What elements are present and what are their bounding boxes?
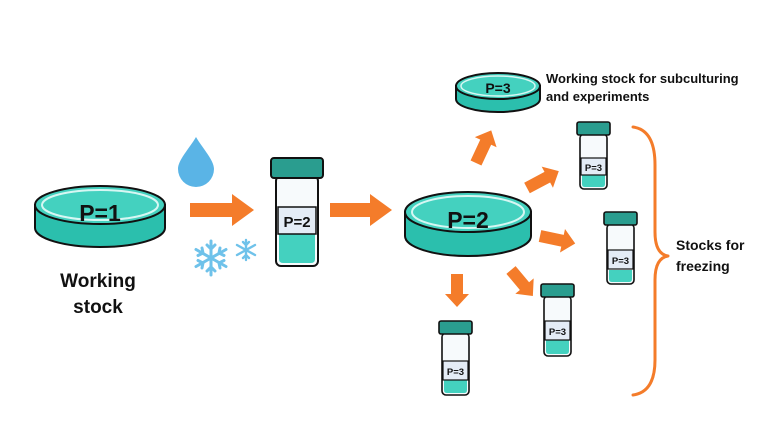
freezing-vial-label: P=3 [549,327,566,338]
freezing-brace [631,125,670,397]
subculture-dish: P=3 [455,72,541,113]
arrow-to-expansion-dish [330,194,392,226]
water-drop-icon [178,137,214,187]
arrow-thaw [190,194,254,226]
working-stock-caption-line2: stock [73,297,123,318]
arrow-to-freezing-vial [445,274,469,307]
snowflake-icon [235,238,257,262]
expansion-dish: P=2 [404,191,532,257]
freezing-caption-line1: Stocks for [676,237,745,253]
freezing-vial: P=3 [438,320,473,396]
freezing-vial: P=3 [540,283,575,357]
freezing-caption-line2: freezing [676,258,730,274]
thawed-vial-label: P=2 [283,214,310,231]
subculture-caption-line1: Working stock for subculturing [546,71,739,86]
arrow-to-subculture-dish [470,130,497,166]
arrow-to-freezing-vial [506,266,534,297]
arrow-to-freezing-vial [538,229,576,253]
working-stock-dish: P=1 [34,185,166,248]
freezing-vial: P=3 [576,121,611,190]
freezing-vial: P=3 [603,211,638,285]
subculture-dish-label: P=3 [485,80,511,96]
working-stock-dish-label: P=1 [79,200,121,226]
subculture-caption-line2: and experiments [546,89,649,104]
thawed-vial: P=2 [270,157,324,267]
expansion-dish-label: P=2 [447,207,489,233]
snowflake-icon [194,239,228,277]
freezing-vial-label: P=3 [447,367,464,378]
freezing-vial-label: P=3 [612,256,629,267]
working-stock-caption-line1: Working [60,271,136,292]
freezing-vial-label: P=3 [585,163,602,174]
arrow-to-freezing-vial [524,166,559,194]
arrows [190,130,576,307]
